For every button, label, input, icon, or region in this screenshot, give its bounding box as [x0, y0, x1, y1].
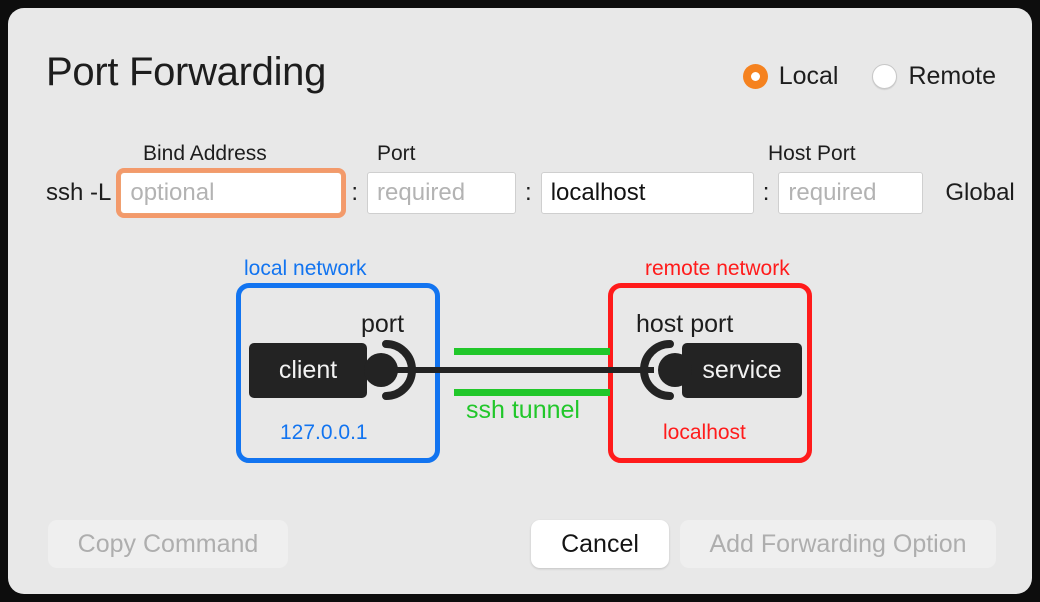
host-input[interactable] — [540, 172, 754, 214]
cancel-button[interactable]: Cancel — [531, 520, 669, 568]
label-host-port: Host Port — [768, 142, 856, 165]
radio-option-remote[interactable]: Remote — [872, 62, 996, 91]
page-title: Port Forwarding — [46, 50, 327, 94]
radio-label-local: Local — [778, 62, 839, 90]
client-node-label: client — [278, 356, 338, 384]
mode-radio-group: Local Remote — [742, 62, 996, 91]
separator-colon-1: : — [351, 179, 359, 206]
local-network-title: local network — [244, 257, 367, 280]
bind-address-input[interactable] — [120, 172, 343, 214]
radio-unselected-icon[interactable] — [872, 64, 898, 89]
ssh-tunnel-line-top — [454, 348, 610, 355]
radio-selected-icon[interactable] — [742, 64, 768, 89]
label-port: Port — [377, 142, 416, 165]
client-node: client — [249, 343, 367, 398]
global-scope-label: Global — [945, 179, 1015, 206]
copy-command-button[interactable]: Copy Command — [48, 520, 288, 568]
radio-label-remote: Remote — [908, 62, 996, 90]
host-port-input[interactable] — [778, 172, 924, 214]
radio-option-local[interactable]: Local — [742, 62, 839, 91]
local-port-label: port — [361, 310, 405, 338]
ssh-command-form: ssh -L : : : Global — [46, 172, 1015, 214]
local-port-socket-icon — [364, 340, 416, 400]
port-forwarding-diagram: local network remote network ssh tunnel … — [8, 248, 1032, 478]
remote-network-title: remote network — [645, 257, 790, 280]
service-node-label: service — [702, 356, 782, 384]
form-field-labels: Bind Address Port Host Port — [8, 142, 1032, 168]
port-input[interactable] — [367, 172, 517, 214]
remote-port-socket-icon — [640, 340, 692, 400]
ssh-tunnel-line-bottom — [454, 389, 610, 396]
ssh-tunnel-label: ssh tunnel — [466, 396, 580, 424]
remote-address-label: localhost — [663, 421, 746, 444]
separator-colon-3: : — [762, 179, 770, 206]
add-forwarding-option-button[interactable]: Add Forwarding Option — [680, 520, 996, 568]
port-forwarding-dialog: Port Forwarding Local Remote Bind Addres… — [8, 8, 1032, 594]
label-bind-address: Bind Address — [143, 142, 267, 165]
local-network-box — [236, 283, 440, 463]
service-node: service — [682, 343, 802, 398]
separator-colon-2: : — [525, 179, 532, 206]
local-address-label: 127.0.0.1 — [280, 421, 368, 444]
ssh-command-prefix: ssh -L — [46, 179, 112, 206]
remote-network-box — [608, 283, 812, 463]
connection-wire — [364, 367, 654, 373]
remote-host-port-label: host port — [636, 310, 734, 338]
